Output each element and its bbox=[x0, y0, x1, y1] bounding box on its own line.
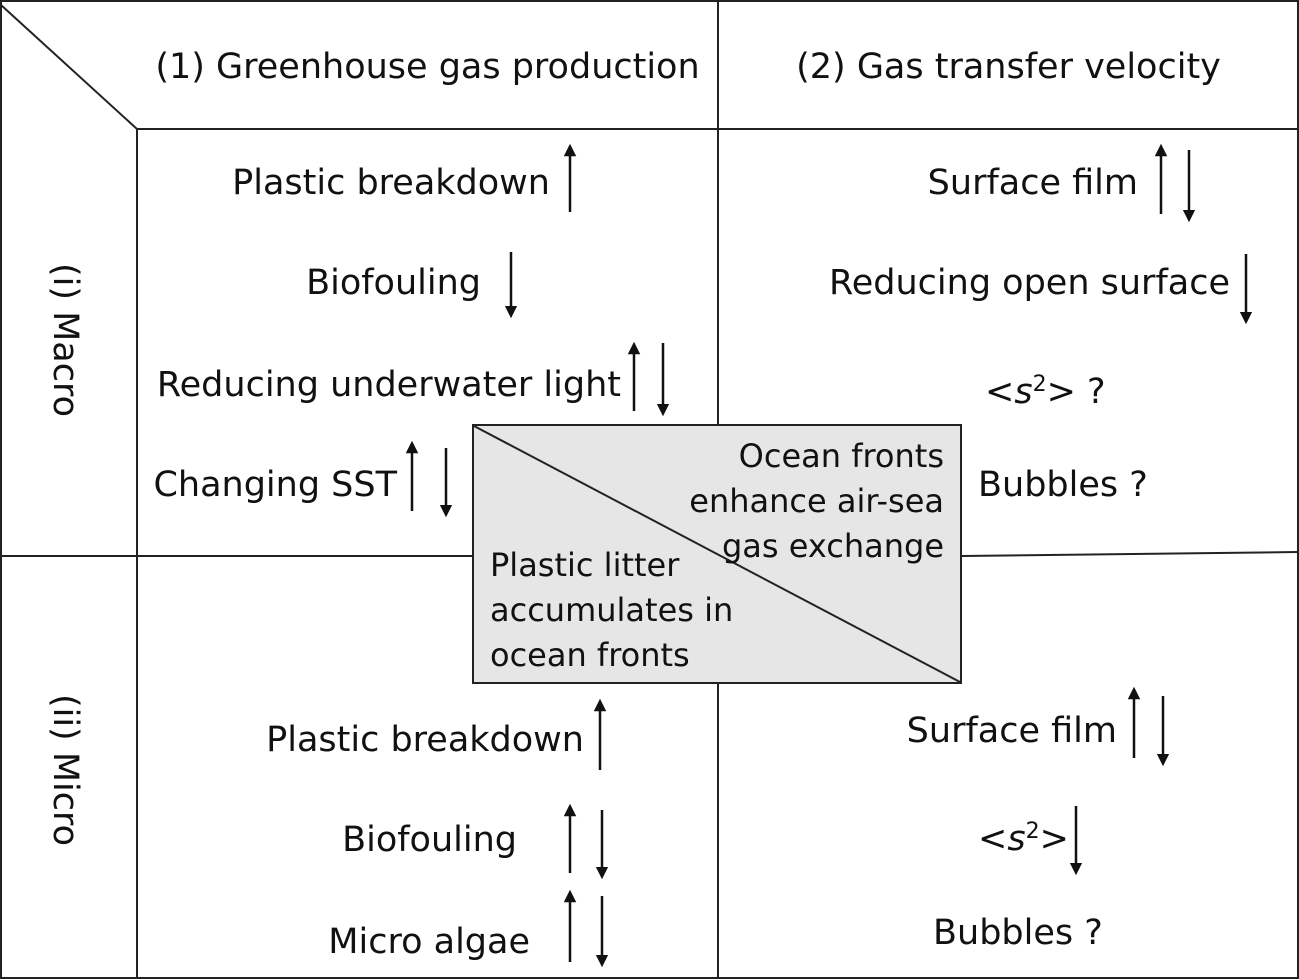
column-header-greenhouse-gas: (1) Greenhouse gas production bbox=[155, 47, 700, 87]
macro-production-item: Plastic breakdown bbox=[232, 163, 550, 203]
macro-production-item: Reducing underwater light bbox=[156, 365, 621, 405]
ocean-fronts-box: Ocean fronts enhance air-sea gas exchang… bbox=[472, 424, 962, 684]
box-line: accumulates in bbox=[490, 591, 734, 629]
box-line: enhance air-sea bbox=[689, 482, 944, 520]
box-text-upper-right: Ocean fronts enhance air-sea gas exchang… bbox=[689, 434, 944, 569]
box-line: gas exchange bbox=[721, 527, 944, 565]
micro-transfer-item: Surface film bbox=[906, 711, 1117, 751]
box-diagonal bbox=[474, 426, 960, 682]
macro-production-item: Biofouling bbox=[306, 263, 481, 303]
box-text-lower-left: Plastic litter accumulates in ocean fron… bbox=[490, 543, 733, 678]
micro-production-item: Plastic breakdown bbox=[266, 720, 584, 760]
micro-production-item: Biofouling bbox=[342, 820, 517, 860]
column-header-gas-transfer: (2) Gas transfer velocity bbox=[796, 47, 1221, 87]
macro-transfer-item: Bubbles ? bbox=[978, 465, 1148, 505]
macro-transfer-item: Reducing open surface bbox=[829, 263, 1230, 303]
micro-transfer-item: <s2> bbox=[978, 819, 1069, 859]
macro-transfer-item: Surface film bbox=[927, 163, 1138, 203]
corner-diagonal bbox=[0, 4, 138, 130]
micro-transfer-item: Bubbles ? bbox=[933, 913, 1103, 953]
micro-production-item: Micro algae bbox=[328, 922, 530, 962]
box-line: ocean fronts bbox=[490, 636, 690, 674]
box-line: Ocean fronts bbox=[738, 437, 944, 475]
macro-transfer-item: <s2> ? bbox=[985, 372, 1106, 412]
box-line: Plastic litter bbox=[490, 546, 680, 584]
macro-production-item: Changing SST bbox=[153, 465, 397, 505]
row-divider-right bbox=[961, 551, 1299, 557]
